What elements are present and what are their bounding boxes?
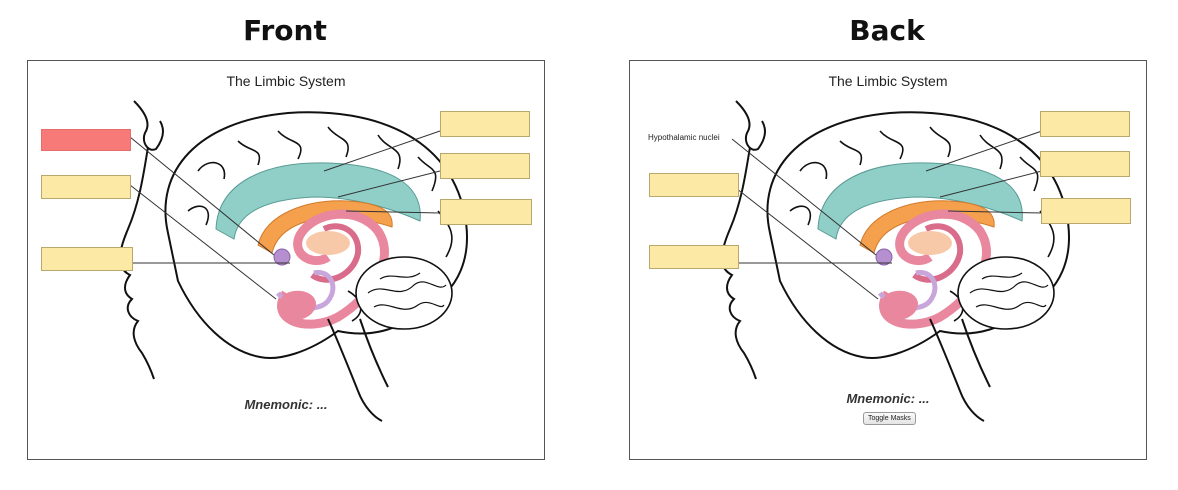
front-heading: Front: [243, 14, 327, 47]
thalamus-shape: [908, 231, 952, 255]
label-mask-left-2[interactable]: [41, 175, 131, 199]
front-card: The Limbic System: [27, 60, 545, 460]
back-heading: Back: [849, 14, 925, 47]
label-mask-right-3[interactable]: [440, 199, 532, 225]
amygdala-shape: [278, 290, 316, 321]
label-mask-right-1[interactable]: [440, 111, 530, 137]
cerebellum-shape: [355, 256, 453, 330]
toggle-masks-button[interactable]: Toggle Masks: [863, 412, 916, 425]
label-mask-left-3[interactable]: [649, 245, 739, 269]
label-mask-right-3[interactable]: [1041, 198, 1131, 224]
mnemonic-text: Mnemonic: ...: [244, 397, 328, 412]
amygdala-shape: [880, 290, 918, 321]
cingulate-gyrus-shape: [215, 162, 421, 240]
hypothalamus-shape: [273, 248, 291, 266]
face-profile-outline: [721, 100, 766, 380]
mnemonic-text: Mnemonic: ...: [846, 391, 930, 406]
limbic-brain-illustration: [119, 100, 468, 422]
limbic-brain-illustration: [721, 100, 1070, 422]
label-mask-left-1[interactable]: [41, 129, 131, 151]
back-card: The Limbic System Hypothalamic nuclei Mn…: [629, 60, 1147, 460]
hippocampus-shape: [277, 209, 389, 329]
label-mask-left-3[interactable]: [41, 247, 133, 271]
card-title: The Limbic System: [226, 73, 346, 89]
cerebellum-shape: [957, 256, 1055, 330]
label-mask-right-1[interactable]: [1040, 111, 1130, 137]
revealed-label-hypothalamic-nuclei: Hypothalamic nuclei: [648, 133, 720, 142]
label-mask-right-2[interactable]: [440, 153, 530, 179]
hippocampus-shape: [879, 209, 991, 329]
hypothalamus-shape: [875, 248, 893, 266]
label-mask-left-2[interactable]: [649, 173, 739, 197]
face-profile-outline: [119, 100, 164, 380]
label-mask-right-2[interactable]: [1040, 151, 1130, 177]
cingulate-gyrus-shape: [817, 162, 1023, 240]
card-title: The Limbic System: [828, 73, 948, 89]
thalamus-shape: [306, 231, 350, 255]
